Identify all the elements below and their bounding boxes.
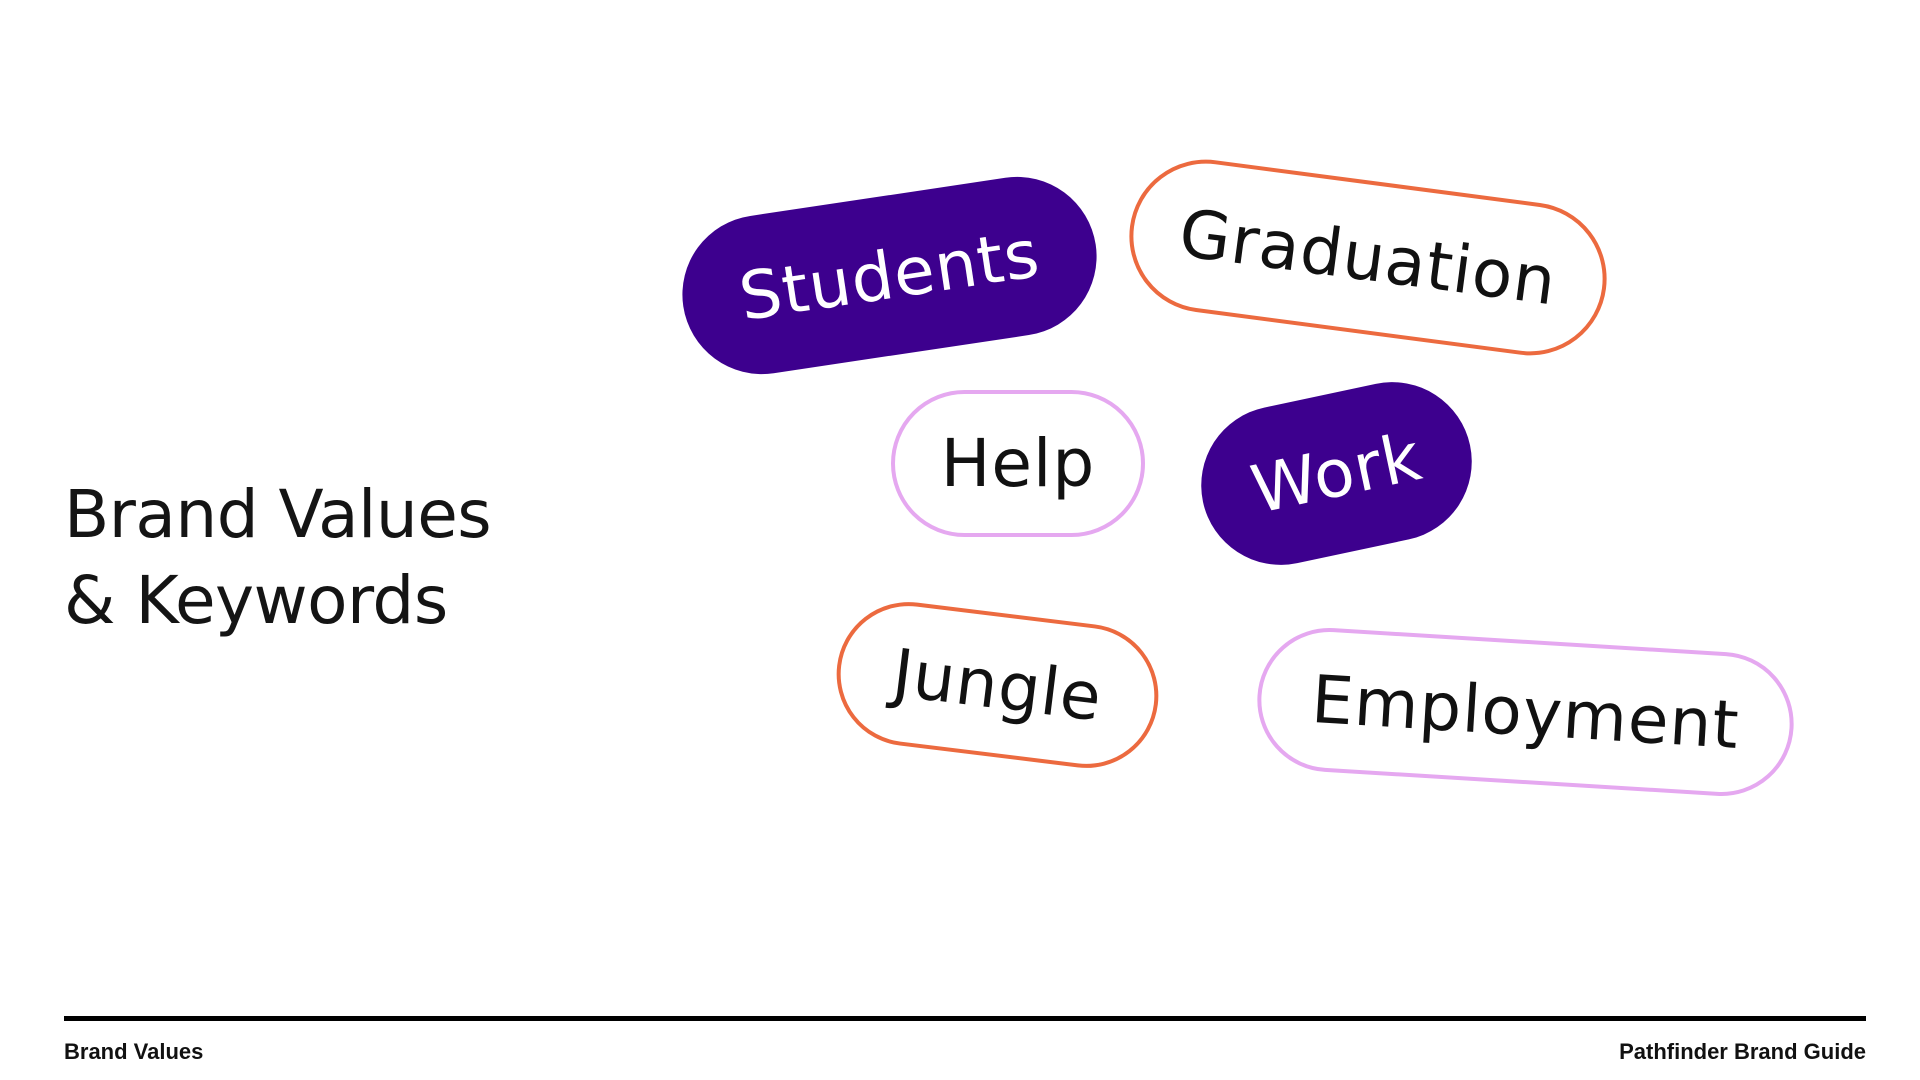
keyword-pill-jungle: Jungle <box>828 593 1167 777</box>
keyword-pill-employment: Employment <box>1253 623 1798 801</box>
page-title: Brand Values & Keywords <box>64 472 492 644</box>
keyword-pill-students: Students <box>671 166 1108 385</box>
keyword-pill-work: Work <box>1186 367 1487 580</box>
footer-divider <box>64 1016 1866 1021</box>
footer-guide-title: Pathfinder Brand Guide <box>1619 1039 1866 1064</box>
title-line-2: & Keywords <box>64 562 448 639</box>
title-line-1: Brand Values <box>64 476 492 553</box>
keyword-pill-graduation: Graduation <box>1120 150 1616 365</box>
keyword-pill-help: Help <box>891 390 1145 537</box>
footer-section-label: Brand Values <box>64 1039 204 1064</box>
